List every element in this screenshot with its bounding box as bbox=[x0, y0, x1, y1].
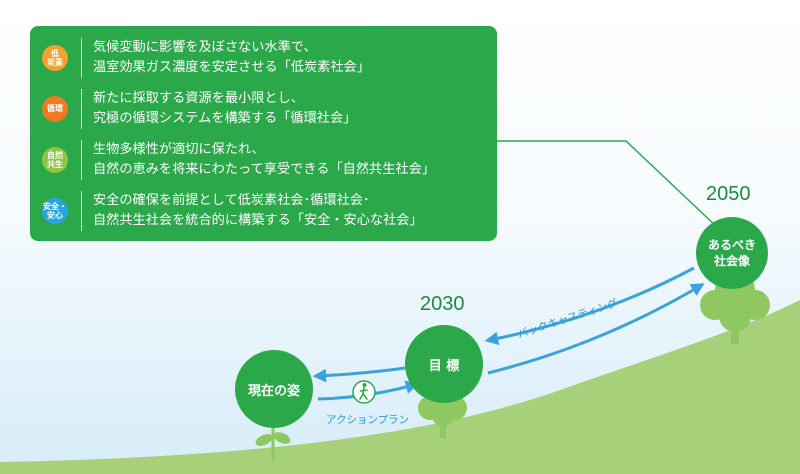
item-line-1: 生物多様性が適切に保たれ、 bbox=[93, 141, 265, 157]
society-goals-panel: 低 炭素 気候変動に影響を及ぼさない水準で、 温室効果ガス濃度を安定させる「低炭… bbox=[30, 26, 497, 241]
item-line-2: 温室効果ガス濃度を安定させる「低炭素社会」 bbox=[93, 59, 370, 75]
year-2030: 2030 bbox=[420, 293, 465, 315]
divider bbox=[81, 139, 82, 180]
divider bbox=[81, 88, 82, 129]
year-2050: 2050 bbox=[706, 183, 751, 205]
item-line-1: 安全の確保を前提として低炭素社会･循環社会･ bbox=[93, 192, 370, 208]
item-text: 気候変動に影響を及ぼさない水準で、 温室効果ガス濃度を安定させる「低炭素社会」 bbox=[93, 38, 370, 78]
node-current: 現在の姿 bbox=[235, 350, 313, 428]
badge-recycling: 循環 bbox=[42, 95, 68, 122]
item-recycling: 循環 新たに採取する資源を最小限とし、 究極の循環システムを構築する「循環社会」 bbox=[42, 83, 483, 134]
action-plan-label: アクションプラン bbox=[326, 414, 409, 426]
item-line-2: 自然共生社会を統合的に構築する「安全・安心な社会」 bbox=[93, 212, 423, 228]
arrow-backcasting bbox=[484, 266, 695, 346]
badge-low-carbon: 低 炭素 bbox=[42, 44, 68, 71]
divider bbox=[81, 37, 82, 78]
item-safety: 安全・ 安心 安全の確保を前提として低炭素社会･循環社会･ 自然共生社会を統合的… bbox=[42, 185, 483, 236]
item-nature-coexistence: 自然 共生 生物多様性が適切に保たれ、 自然の恵みを将来にわたって享受できる「自… bbox=[42, 134, 483, 185]
item-line-2: 究極の循環システムを構築する「循環社会」 bbox=[93, 110, 357, 126]
node-ideal-society: あるべき 社会像 bbox=[696, 217, 768, 289]
arrow-back-to-current bbox=[312, 366, 406, 383]
walking-person-icon bbox=[352, 380, 376, 404]
connector-line bbox=[497, 140, 719, 229]
item-line-1: 気候変動に影響を及ぼさない水準で、 bbox=[93, 39, 317, 55]
item-text: 安全の確保を前提として低炭素社会･循環社会･ 自然共生社会を統合的に構築する「安… bbox=[93, 191, 423, 231]
badge-safety: 安全・ 安心 bbox=[42, 197, 68, 224]
item-low-carbon: 低 炭素 気候変動に影響を及ぼさない水準で、 温室効果ガス濃度を安定させる「低炭… bbox=[42, 32, 483, 83]
arrow-forward-to-ideal bbox=[487, 283, 705, 375]
badge-nature-coexistence: 自然 共生 bbox=[42, 146, 68, 173]
divider bbox=[81, 190, 82, 231]
item-line-1: 新たに採取する資源を最小限とし、 bbox=[93, 90, 304, 106]
hill bbox=[0, 300, 800, 474]
node-target: 目 標 bbox=[405, 325, 483, 403]
item-text: 生物多様性が適切に保たれ、 自然の恵みを将来にわたって享受できる「自然共生社会」 bbox=[93, 140, 435, 180]
item-line-2: 自然の恵みを将来にわたって享受できる「自然共生社会」 bbox=[93, 161, 435, 177]
item-text: 新たに採取する資源を最小限とし、 究極の循環システムを構築する「循環社会」 bbox=[93, 89, 356, 129]
